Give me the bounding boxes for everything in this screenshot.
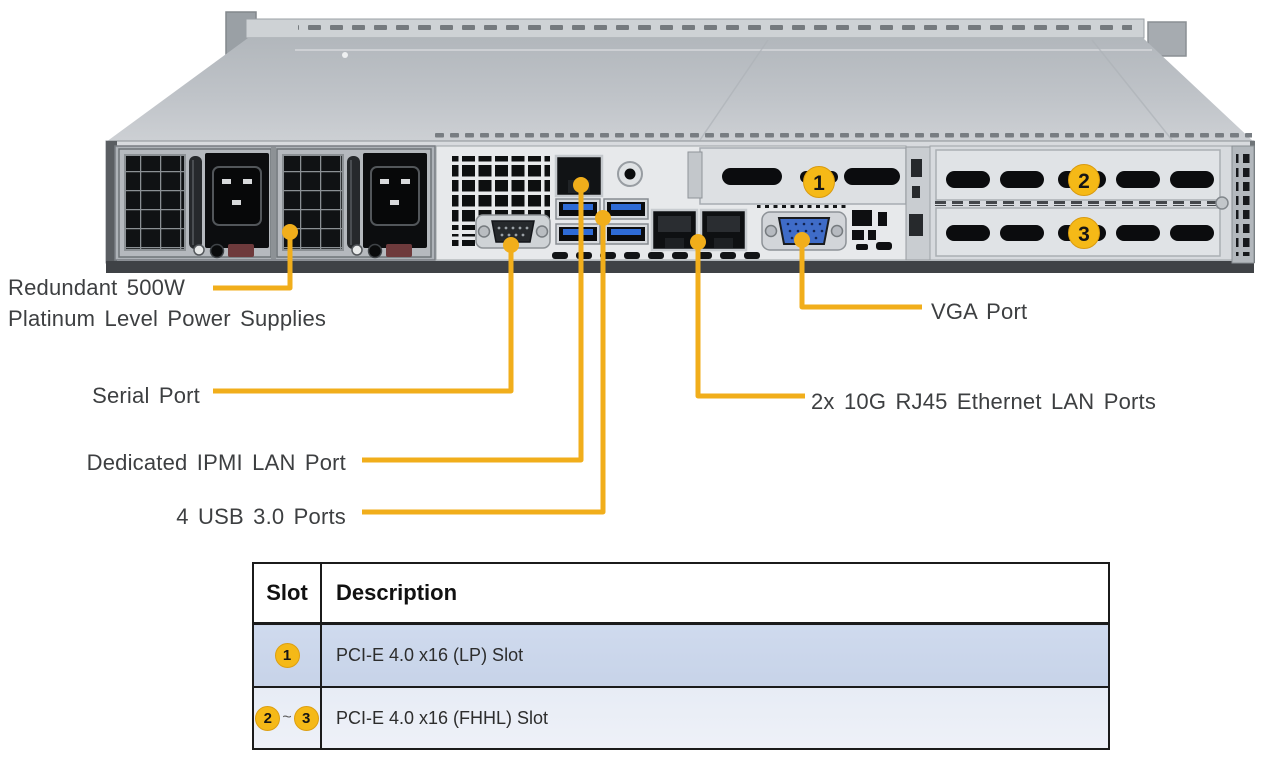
dot-vents [757, 203, 849, 208]
slot-cell: 2~3 [252, 686, 322, 750]
usb-port [555, 198, 601, 220]
callout-line-vga [799, 241, 922, 310]
callout-line-psu [213, 234, 293, 291]
thumbscrew [1215, 196, 1229, 210]
lan-label: 2x 10G RJ45 Ethernet LAN Ports [811, 389, 1157, 414]
pcie-slot-1 [687, 147, 907, 205]
slot-2-table-badge: 2 [255, 705, 281, 731]
callout-dot-vga [794, 232, 810, 248]
chassis-illustration: 1 2 3 [105, 11, 1255, 515]
callout-line-serial [213, 246, 514, 394]
usb-label: 4 USB 3.0 Ports [176, 504, 346, 529]
vga-label: VGA Port [931, 299, 1028, 324]
callout-dot-serial [503, 237, 519, 253]
callout-dot-lan [690, 234, 706, 250]
serial-port-label: Serial Port [92, 383, 200, 408]
callout-line-usb [362, 219, 606, 515]
usb-port [555, 223, 601, 245]
slot-cell: 1 [252, 622, 322, 688]
vga-port [761, 211, 847, 251]
power-supply-1 [118, 148, 272, 259]
usb-port [603, 198, 649, 220]
svg-text:1: 1 [813, 172, 825, 195]
right-bracket [1231, 145, 1255, 264]
psu-label: Redundant 500W Platinum Level Power Supp… [8, 272, 326, 334]
io-panel [435, 145, 907, 261]
callout-dot-usb [595, 210, 611, 226]
slot-1-badge: 1 [803, 166, 835, 198]
psu-label-line1: Redundant 500W [8, 275, 186, 300]
usb-port [603, 223, 649, 245]
table-row: 1 PCI-E 4.0 x16 (LP) Slot [252, 622, 1110, 688]
description-cell: PCI-E 4.0 x16 (FHHL) Slot [320, 686, 1110, 750]
svg-text:3: 3 [1078, 223, 1090, 246]
slot-column-header: Slot [252, 562, 322, 625]
description-column-header: Description [320, 562, 1110, 625]
slot-3-table-badge: 3 [293, 705, 319, 731]
ethernet-lan-ports [650, 208, 748, 252]
table-row: 2~3 PCI-E 4.0 x16 (FHHL) Slot [252, 686, 1110, 750]
table-header-row: Slot Description [252, 562, 1110, 625]
slot-separator [932, 201, 1224, 206]
usb-ports [555, 198, 649, 245]
power-supply-2 [276, 148, 432, 259]
bottom-vents [546, 250, 760, 259]
power-supply-bay [114, 145, 436, 261]
callout-line-ipmi [362, 187, 584, 463]
callout-dot-psu [282, 224, 298, 240]
range-separator: ~ [282, 709, 292, 726]
description-cell: PCI-E 4.0 x16 (LP) Slot [320, 622, 1110, 688]
callout-line-lan [695, 243, 805, 399]
psu-label-line2: Platinum Level Power Supplies [8, 306, 327, 331]
slot-1-table-badge: 1 [274, 643, 300, 668]
misc-cutouts [852, 210, 892, 250]
callout-dot-ipmi [573, 177, 589, 193]
psu-divider [271, 147, 276, 259]
top-cover [106, 18, 1254, 142]
center-bracket [905, 146, 931, 261]
serial-port [475, 214, 551, 249]
ipmi-label: Dedicated IPMI LAN Port [86, 450, 346, 475]
antenna-hole [617, 161, 643, 187]
slot-description-table: Slot Description 1 PCI-E 4.0 x16 (LP) Sl… [252, 562, 1110, 750]
slot-2-badge: 2 [1068, 164, 1100, 196]
slot-3-badge: 3 [1068, 217, 1100, 249]
svg-text:2: 2 [1078, 170, 1090, 193]
